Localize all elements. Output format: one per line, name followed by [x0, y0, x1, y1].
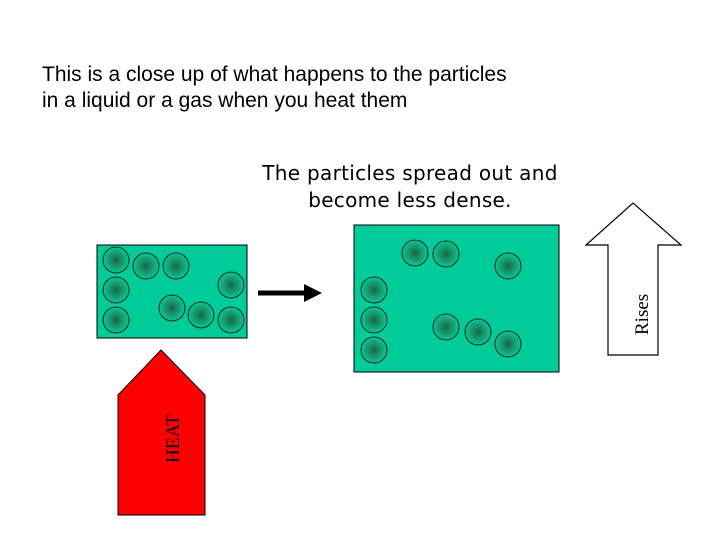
particle	[464, 318, 492, 346]
rises-label: Rises	[632, 294, 653, 335]
particle	[162, 252, 190, 280]
rises-arrow	[584, 202, 683, 356]
particle	[360, 306, 388, 334]
particle	[217, 271, 245, 299]
heat-label: HEAT	[163, 414, 184, 463]
particle	[360, 276, 388, 304]
subheading-line-1: The particles spread out and	[262, 161, 558, 185]
heading-text: This is a close up of what happens to th…	[42, 63, 507, 112]
particle	[217, 306, 245, 334]
transition-arrow	[258, 284, 322, 302]
particle	[102, 306, 130, 334]
particle	[132, 252, 160, 280]
particle	[102, 276, 130, 304]
subheading-text: The particles spread out and become less…	[230, 160, 590, 214]
particle	[102, 246, 130, 274]
before-particles	[102, 246, 245, 334]
particle	[494, 252, 522, 280]
particle	[158, 294, 186, 322]
particle	[432, 313, 460, 341]
particle	[187, 301, 215, 329]
heat-arrow	[117, 349, 206, 516]
particle	[494, 330, 522, 358]
particle	[360, 336, 388, 364]
particle	[432, 240, 460, 268]
after-particles	[360, 239, 522, 364]
subheading-line-2: become less dense.	[308, 188, 512, 212]
particle	[401, 239, 429, 267]
